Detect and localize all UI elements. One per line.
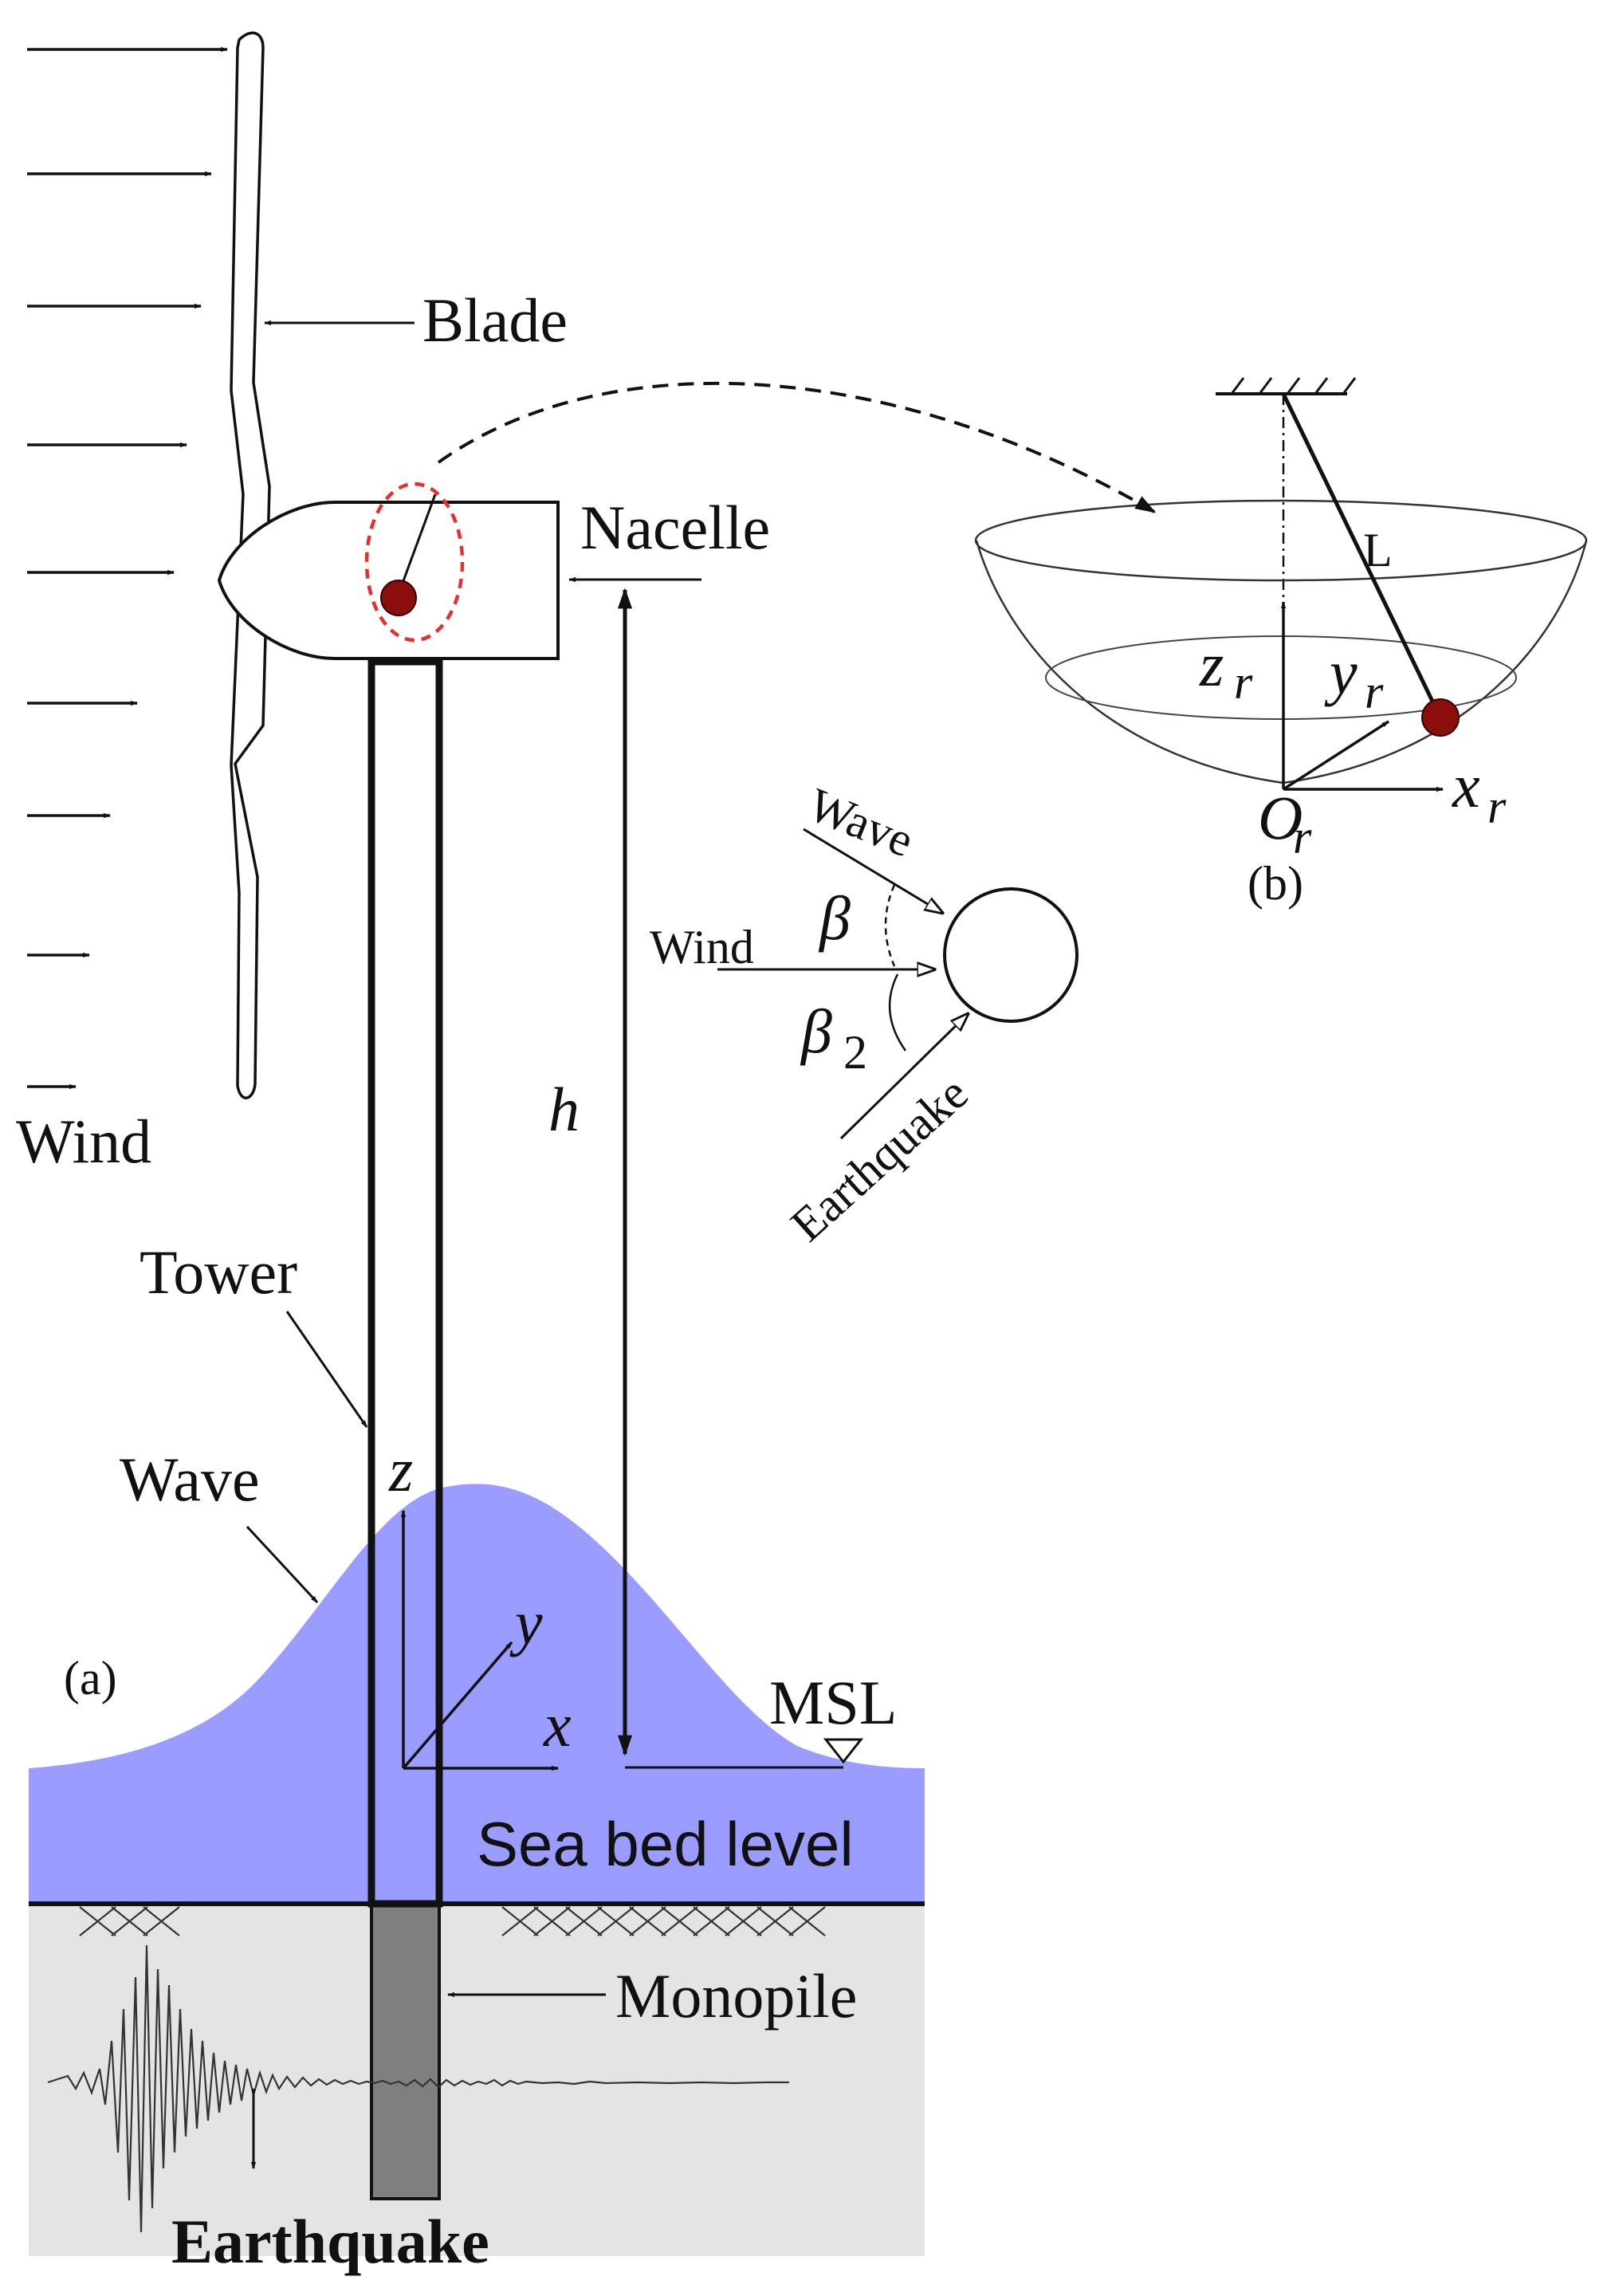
detail-y-label: y r [1324, 638, 1384, 718]
sea-bed-level-label: Sea bed level [477, 1809, 854, 1879]
svg-text:r: r [1365, 666, 1384, 718]
msl-label: MSL [769, 1668, 897, 1737]
tower-cross-section [943, 887, 1079, 1023]
panel-label-a: (a) [64, 1652, 117, 1704]
monopile [370, 1902, 441, 2200]
global-axes [400, 1510, 559, 1771]
wind-profile-arrows [27, 46, 228, 1090]
earthquake-seismogram [47, 1944, 789, 2233]
panel-label-b: (b) [1248, 857, 1303, 910]
svg-text:β: β [800, 997, 832, 1066]
monopile-label: Monopile [615, 1961, 857, 2031]
tower [367, 658, 443, 1908]
earthquake-direction-label: Earthquake [781, 1067, 978, 1252]
wave-label: Wave [120, 1445, 260, 1514]
pendulum-length-label: L [1363, 524, 1393, 576]
tower-pointer [285, 1311, 368, 1428]
detail-origin-label: O r [1258, 783, 1312, 863]
svg-text:O: O [1258, 783, 1303, 852]
svg-text:y: y [1324, 638, 1358, 707]
detail-x-label: x r [1452, 751, 1507, 833]
blade-label: Blade [422, 285, 568, 355]
svg-text:x: x [1452, 751, 1480, 820]
svg-text:r: r [1487, 780, 1507, 833]
svg-text:r: r [1234, 656, 1253, 709]
earthquake-direction-arrow [839, 1014, 968, 1140]
seabed-hatching [79, 1906, 826, 1936]
pendulum-mass [380, 580, 417, 616]
beta2-label: β 2 [800, 997, 867, 1079]
pendulum-rod [397, 493, 437, 595]
beta-label: β [818, 883, 851, 953]
nacelle-label: Nacelle [580, 493, 770, 562]
wind-label: Wind [16, 1107, 151, 1176]
height-label: h [548, 1075, 580, 1144]
tower-label: Tower [139, 1237, 297, 1307]
detail-connector [437, 381, 1157, 513]
detail-b [974, 377, 1588, 792]
beta2-angle-arc [888, 973, 907, 1052]
wave-direction-label: Wave [801, 778, 921, 867]
soil-layer [29, 1904, 925, 2256]
msl-symbol [823, 1738, 864, 1764]
svg-text:z: z [1199, 630, 1224, 699]
axis-z-label: z [388, 1435, 413, 1504]
detail-z-label: z r [1199, 630, 1253, 709]
beta-angle-arc [884, 884, 896, 967]
svg-text:2: 2 [843, 1026, 867, 1079]
sea-water [29, 1484, 925, 1904]
wind-direction-label: Wind [650, 921, 754, 973]
damper-highlight [364, 482, 465, 643]
axis-x-label: x [543, 1690, 572, 1759]
svg-text:r: r [1293, 811, 1312, 863]
nacelle [217, 501, 560, 660]
wave-direction-arrow [803, 828, 942, 913]
earthquake-label: Earthquake [171, 2207, 489, 2276]
wave-pointer [246, 1525, 319, 1604]
axis-y-label: y [509, 1588, 543, 1657]
